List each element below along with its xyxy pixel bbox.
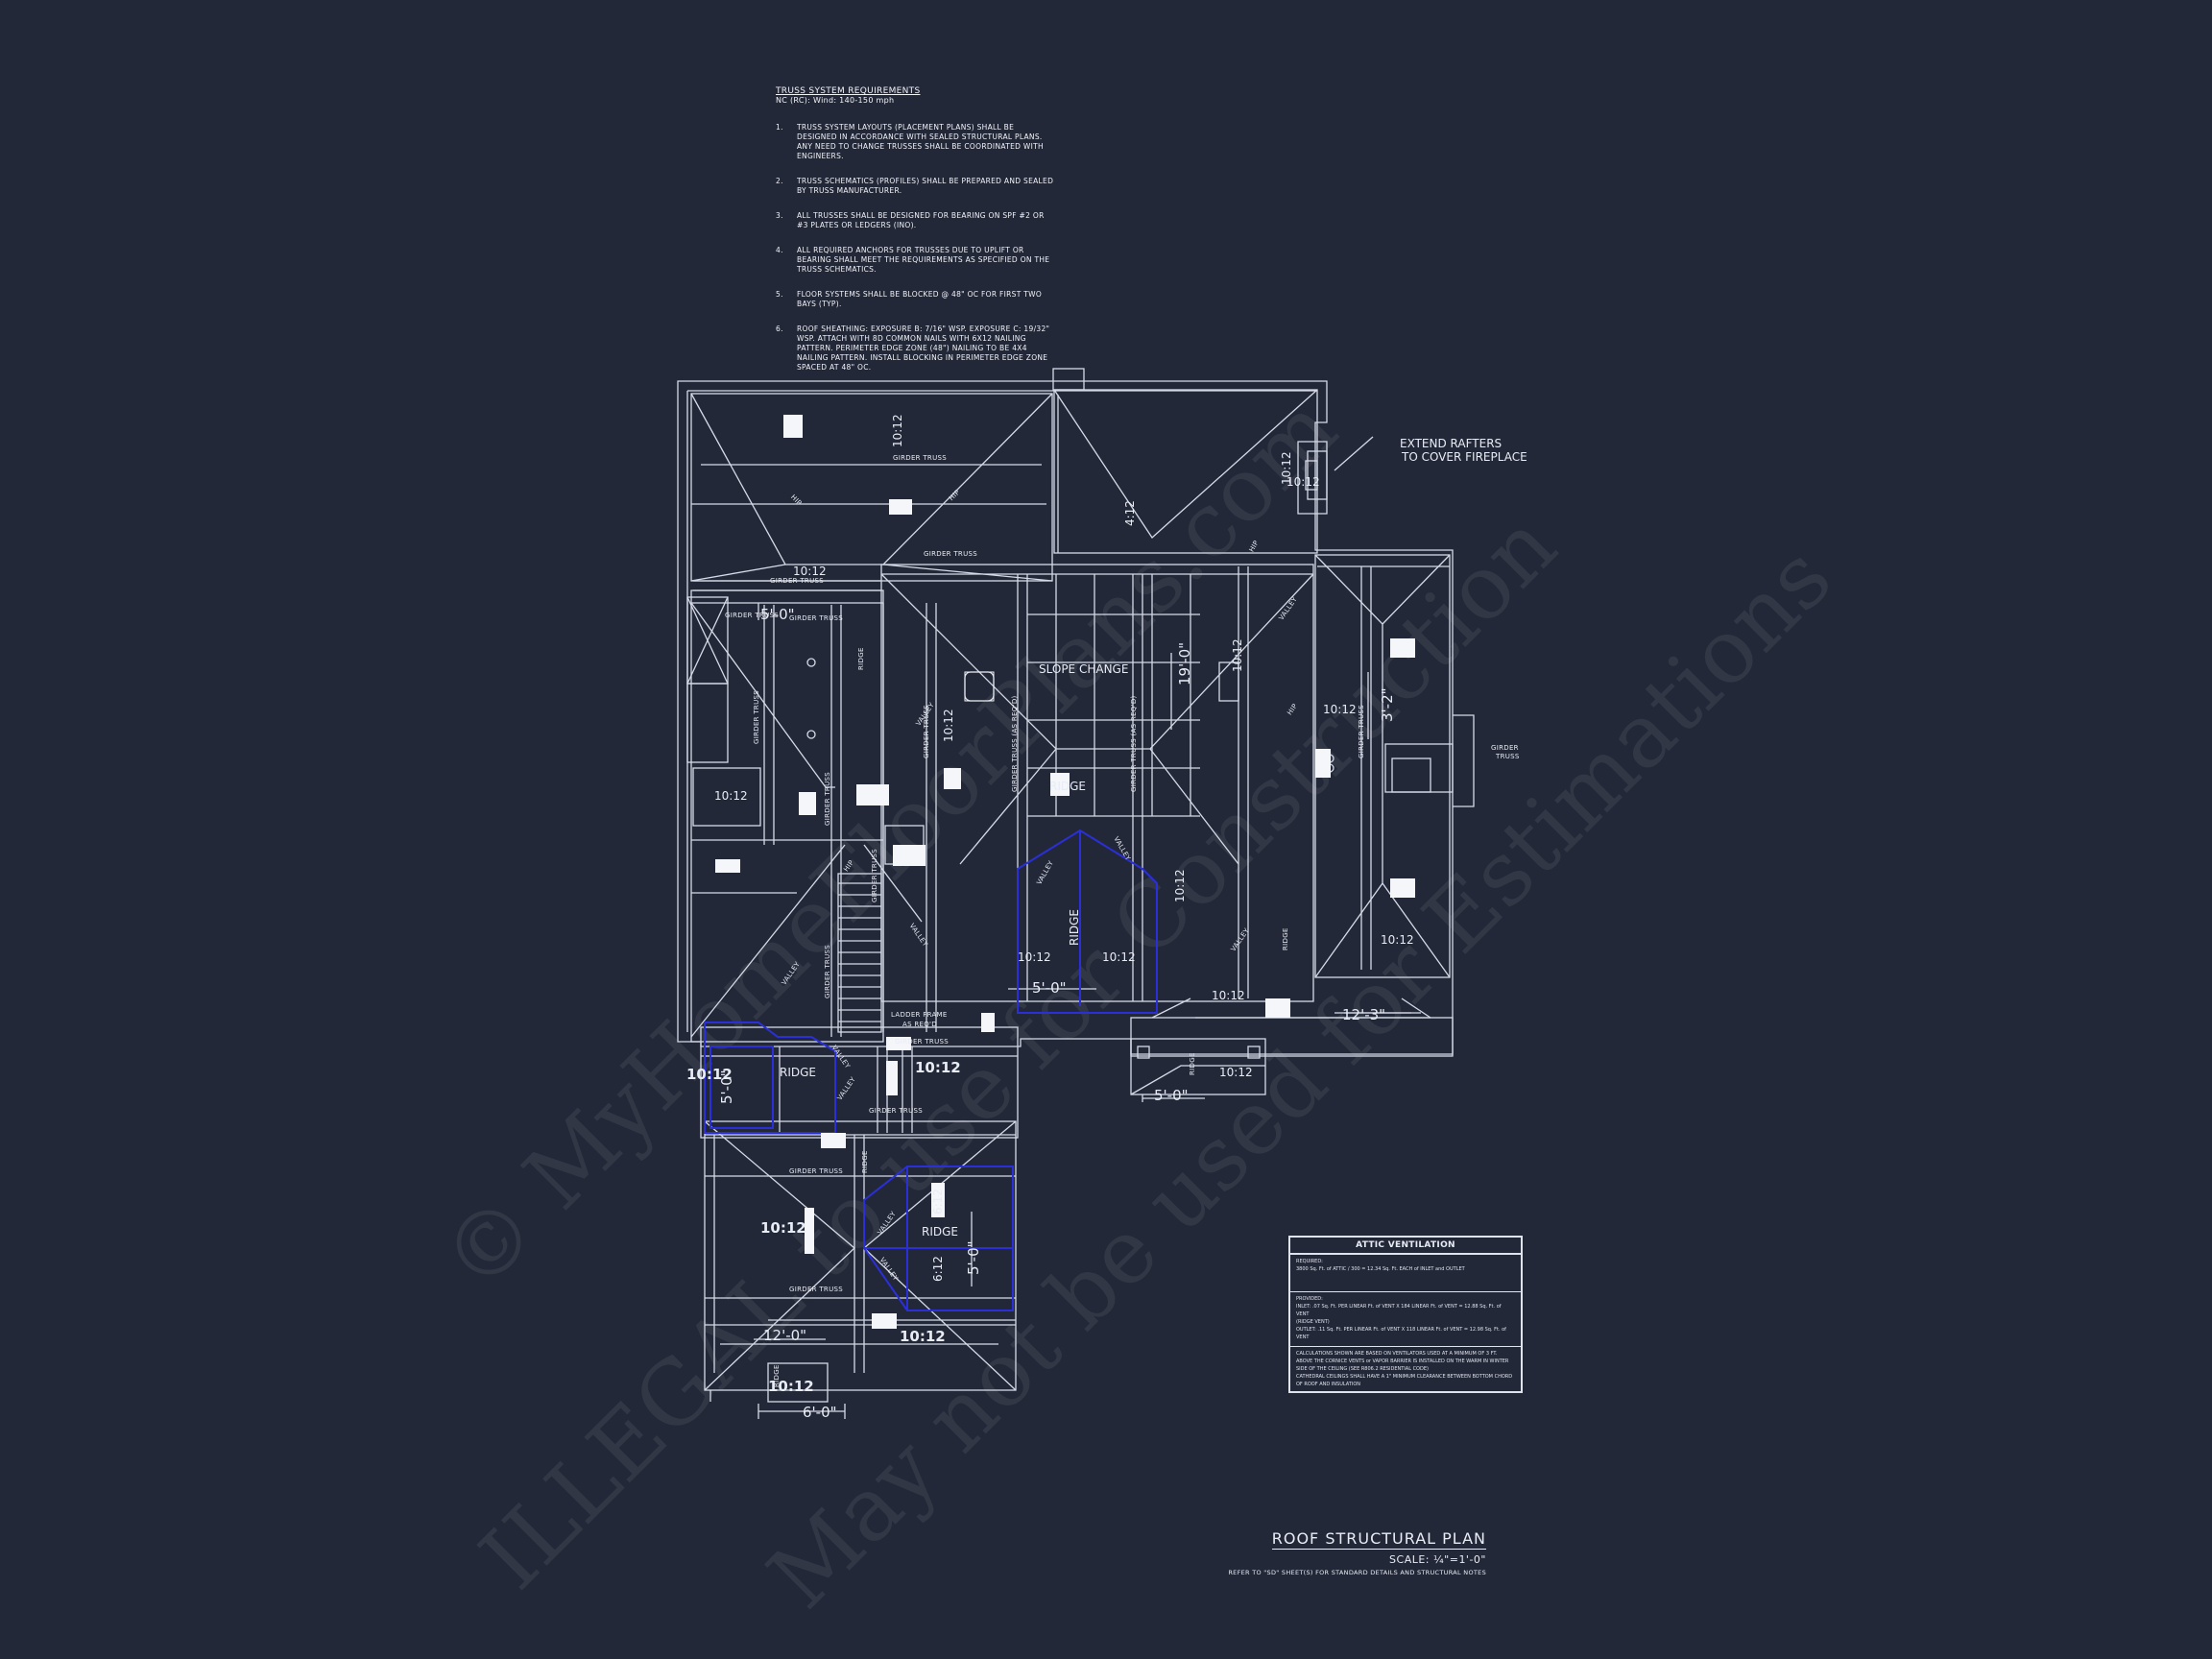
- label-girder-truss-as-reqd-2: GIRDER TRUSS (AS REQ'D): [1130, 695, 1138, 792]
- label-ridge-5: RIDGE: [857, 647, 865, 670]
- label-girder-truss-v5: GIRDER TRUSS: [871, 848, 878, 902]
- label-ridge-1: RIDGE: [1049, 780, 1086, 793]
- label-extend-rafters-1: EXTEND RAFTERS: [1400, 437, 1503, 450]
- ventilation-notes: CALCULATIONS SHOWN ARE BASED ON VENTILAT…: [1296, 1351, 1513, 1387]
- label-girder-truss-v4: GIRDER TRUSS: [1358, 704, 1365, 758]
- pitch-10-12-d: 10:12: [714, 789, 748, 803]
- dim-5-0-b: 5'-0": [1032, 979, 1067, 997]
- dim-3-2: 3'-2": [1379, 687, 1396, 722]
- label-ridge-6: RIDGE: [1282, 927, 1289, 950]
- pitch-10-12-a: 10:12: [793, 565, 827, 578]
- pitch-10-12-e: 10:12: [942, 709, 955, 742]
- label-ridge-8: RIDGE: [861, 1150, 869, 1173]
- dim-12-3: 12'-3": [1342, 1006, 1386, 1023]
- truss-note-3: 3.ALL TRUSSES SHALL BE DESIGNED FOR BEAR…: [776, 211, 1045, 229]
- pitch-10-12-g: 10:12: [1102, 950, 1136, 964]
- label-girder-truss-5: GIRDER TRUSS: [789, 614, 844, 622]
- label-girder: GIRDER: [1491, 744, 1519, 752]
- pitch-10-12-o: 10:12: [915, 1059, 961, 1076]
- valley-highlight-bath: [704, 1022, 836, 1134]
- title-block: ROOF STRUCTURAL PLAN SCALE: ¼"=1'-0" REF…: [1190, 1529, 1486, 1576]
- truss-note-1: 1.TRUSS SYSTEM LAYOUTS (PLACEMENT PLANS)…: [776, 123, 1044, 160]
- dim-19-0: 19'-0": [1176, 641, 1193, 685]
- label-girder-truss-4: GIRDER TRUSS: [725, 612, 780, 619]
- label-ridge-7: RIDGE: [1189, 1052, 1196, 1075]
- pitch-6-12-b: 6:12: [931, 1256, 945, 1282]
- truss-note-5: 5.FLOOR SYSTEMS SHALL BE BLOCKED @ 48" O…: [776, 290, 1043, 308]
- drawing-reference-note: REFER TO "SD" SHEET(S) FOR STANDARD DETA…: [1228, 1569, 1486, 1576]
- truss-note-6: 6.ROOF SHEATHING: EXPOSURE B: 7/16" WSP.…: [776, 325, 1050, 372]
- pitch-10-12-p: 10:12: [760, 1219, 806, 1237]
- label-girder-truss-9: GIRDER TRUSS: [789, 1286, 844, 1293]
- pitch-10-12-l: 10:12: [1212, 989, 1245, 1002]
- label-ridge-4: RIDGE: [922, 1225, 958, 1238]
- dim-1-6: 5'-0": [718, 1070, 735, 1104]
- truss-note-4: 4.ALL REQUIRED ANCHORS FOR TRUSSES DUE T…: [776, 246, 1050, 274]
- dim-6-0: 6'-0": [803, 1404, 837, 1421]
- pitch-10-12-r: 10:12: [768, 1378, 814, 1395]
- pitch-10-12-m: 10:12: [1219, 1066, 1253, 1079]
- pitch-10-12-k: 10:12: [1381, 933, 1414, 947]
- ventilation-provided: PROVIDED: INLET: .07 Sq. Ft. PER LINEAR …: [1290, 1292, 1521, 1347]
- ventilation-required: REQUIRED: 3800 Sq. Ft. of ATTIC / 300 = …: [1290, 1255, 1521, 1292]
- truss-notes-subtitle: NC (RC): Wind: 140-150 mph: [776, 96, 895, 105]
- label-girder-truss-8: GIRDER TRUSS: [789, 1167, 844, 1175]
- pitch-10-12-c: 10:12: [1286, 475, 1320, 489]
- label-girder-truss-2: GIRDER TRUSS: [924, 550, 978, 558]
- label-girder-truss-v1: GIRDER TRUSS: [753, 689, 760, 744]
- label-girder-truss-v6: GIRDER TRUSS: [824, 944, 831, 998]
- label-girder-truss-as-reqd: GIRDER TRUSS (AS REQ'D): [1011, 695, 1019, 792]
- label-truss: TRUSS: [1496, 753, 1520, 760]
- pitch-10-12-j: 10:12: [1323, 703, 1357, 716]
- label-girder-truss-1: GIRDER TRUSS: [893, 454, 948, 462]
- label-ridge-2: RIDGE: [1068, 909, 1081, 946]
- label-slope-change: SLOPE CHANGE: [1039, 662, 1129, 676]
- label-extend-rafters-2: TO COVER FIREPLACE: [1402, 450, 1527, 464]
- dim-5-0-a: 5'-0": [760, 606, 795, 623]
- pitch-10-12-f: 10:12: [1018, 950, 1051, 964]
- pitch-10-12-i: 10:12: [1231, 638, 1244, 672]
- pitch-6-12-a: 6:12: [931, 1189, 945, 1214]
- label-girder-truss-6: GIRDER TRUSS: [895, 1038, 950, 1046]
- dim-5-0-d: 5'-0": [965, 1240, 982, 1275]
- dim-5-0-c: 5'-0": [1154, 1087, 1189, 1104]
- ventilation-title: ATTIC VENTILATION: [1290, 1238, 1521, 1255]
- roof-outline: [677, 380, 1454, 1055]
- pitch-10-12-s: 10:12: [1280, 451, 1293, 485]
- truss-notes-title: TRUSS SYSTEM REQUIREMENTS: [776, 86, 921, 96]
- attic-ventilation-table: ATTIC VENTILATION REQUIRED: 3800 Sq. Ft.…: [1288, 1236, 1523, 1393]
- drawing-scale: SCALE: ¼"=1'-0": [1389, 1553, 1486, 1566]
- label-girder-truss-3: GIRDER TRUSS: [770, 577, 825, 585]
- label-as-reqd: AS REQ'D: [902, 1021, 937, 1028]
- label-ridge-3: RIDGE: [780, 1066, 816, 1079]
- drawing-title: ROOF STRUCTURAL PLAN: [1271, 1529, 1486, 1550]
- truss-notes: TRUSS SYSTEM REQUIREMENTS NC (RC): Wind:…: [776, 86, 1054, 388]
- label-girder-truss-v2: GIRDER TRUSS: [824, 771, 831, 826]
- pitch-10-12-q: 10:12: [900, 1328, 946, 1345]
- truss-note-2: 2.TRUSS SCHEMATICS (PROFILES) SHALL BE P…: [776, 177, 1054, 195]
- dim-12-0: 12'-0": [763, 1327, 807, 1344]
- label-ladder-frame: LADDER FRAME: [891, 1011, 948, 1019]
- pitch-10-12-n: 10:12: [686, 1066, 733, 1083]
- pitch-10-12-h: 10:12: [1173, 869, 1187, 902]
- label-girder-truss-7: GIRDER TRUSS: [869, 1107, 924, 1115]
- pitch-10-12-b: 10:12: [891, 414, 904, 447]
- pitch-4-12: 4:12: [1123, 500, 1137, 526]
